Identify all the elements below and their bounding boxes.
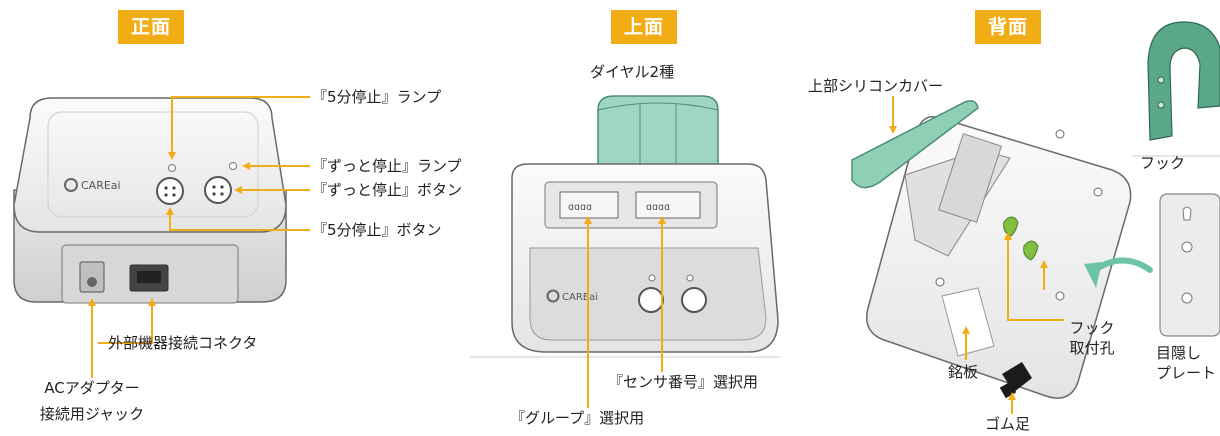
callout-cover-plate: 目隠し プレート	[1156, 343, 1220, 383]
callout-lamp-always: 『ずっと停止』ランプ	[312, 157, 462, 175]
callout-hook-holes-line1: フック	[1069, 319, 1115, 337]
callout-hook-holes: フック 取付孔	[1064, 318, 1120, 358]
callout-hook-holes-line2: 取付孔	[1069, 339, 1115, 357]
callout-button-always: 『ずっと停止』ボタン	[312, 181, 463, 199]
svg-text:ɑɑɑɑ: ɑɑɑɑ	[646, 202, 670, 213]
section-label-top: 上面	[611, 10, 677, 44]
section-label-back: 背面	[975, 10, 1041, 44]
front-logo: CAREai	[81, 179, 121, 192]
callout-cover-plate-line1: 目隠し	[1156, 344, 1202, 362]
callout-dial: ダイヤル2種	[590, 63, 675, 81]
top-logo: CAREai	[562, 292, 598, 303]
section-label-front: 正面	[118, 10, 184, 44]
front-device: CAREai	[13, 97, 287, 304]
callout-button-5min: 『5分停止』ボタン	[312, 221, 442, 239]
top-device: ɑɑɑɑ ɑɑɑɑ CAREai	[511, 95, 779, 353]
callout-sensor-select: 『センサ番号』選択用	[608, 373, 759, 391]
callout-ac-jack-line1: ACアダプター	[44, 379, 140, 397]
callout-ac-jack: ACアダプター 接続用ジャック	[30, 378, 154, 424]
callout-group-select: 『グループ』選択用	[510, 409, 645, 427]
callout-lamp-5min: 『5分停止』ランプ	[312, 88, 442, 106]
top-leader-lines	[584, 216, 666, 408]
callout-connector: 外部機器接続コネクタ	[108, 334, 258, 352]
callout-nameplate: 銘板	[948, 363, 979, 381]
back-leader-lines	[889, 96, 1064, 414]
callout-cover-plate-line2: プレート	[1156, 364, 1217, 382]
callout-ac-jack-line2: 接続用ジャック	[39, 405, 145, 423]
back-device	[851, 21, 1220, 399]
callout-silicon-cover: 上部シリコンカバー	[808, 77, 944, 95]
svg-text:ɑɑɑɑ: ɑɑɑɑ	[568, 202, 592, 213]
front-leader-lines	[88, 96, 310, 378]
callout-hook: フック	[1140, 154, 1186, 172]
callout-rubber-foot: ゴム足	[985, 415, 1031, 433]
